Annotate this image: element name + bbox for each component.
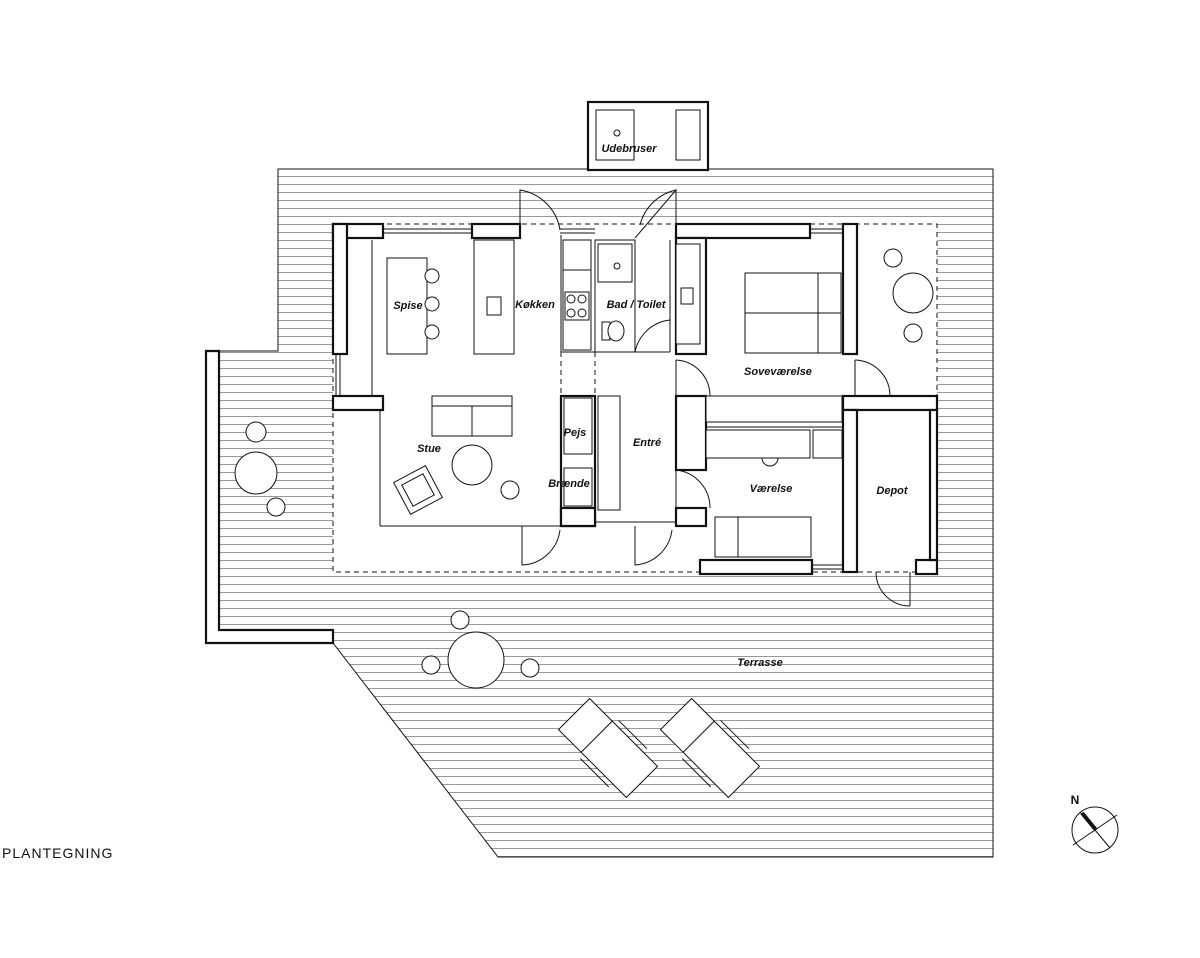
drawing-title: PLANTEGNING (2, 845, 113, 861)
outdoor-furniture (234, 248, 934, 799)
label-depot: Depot (876, 485, 909, 497)
label-kokken: Køkken (515, 299, 555, 311)
bedroom-furniture (705, 272, 843, 558)
label-pejs: Pejs (564, 427, 587, 439)
label-spise: Spise (393, 300, 422, 312)
bathroom-fixtures (597, 243, 701, 345)
label-braende: Brænde (548, 478, 590, 490)
living-furniture (392, 395, 621, 516)
north-arrow: N (1071, 793, 1119, 854)
label-entre: Entré (633, 437, 661, 449)
label-terrasse: Terrasse (737, 657, 782, 669)
label-udebruser: Udebruser (601, 143, 657, 155)
label-sovevaerelse: Soveværelse (744, 366, 812, 378)
kitchen-dining-furniture (386, 239, 592, 355)
doors (519, 188, 911, 607)
label-vaerelse: Værelse (750, 483, 793, 495)
label-stue: Stue (417, 443, 441, 455)
north-label: N (1071, 793, 1080, 807)
label-bad-toilet: Bad / Toilet (607, 299, 667, 311)
privacy-wall (204, 349, 335, 645)
outdoor-shower (586, 100, 710, 172)
